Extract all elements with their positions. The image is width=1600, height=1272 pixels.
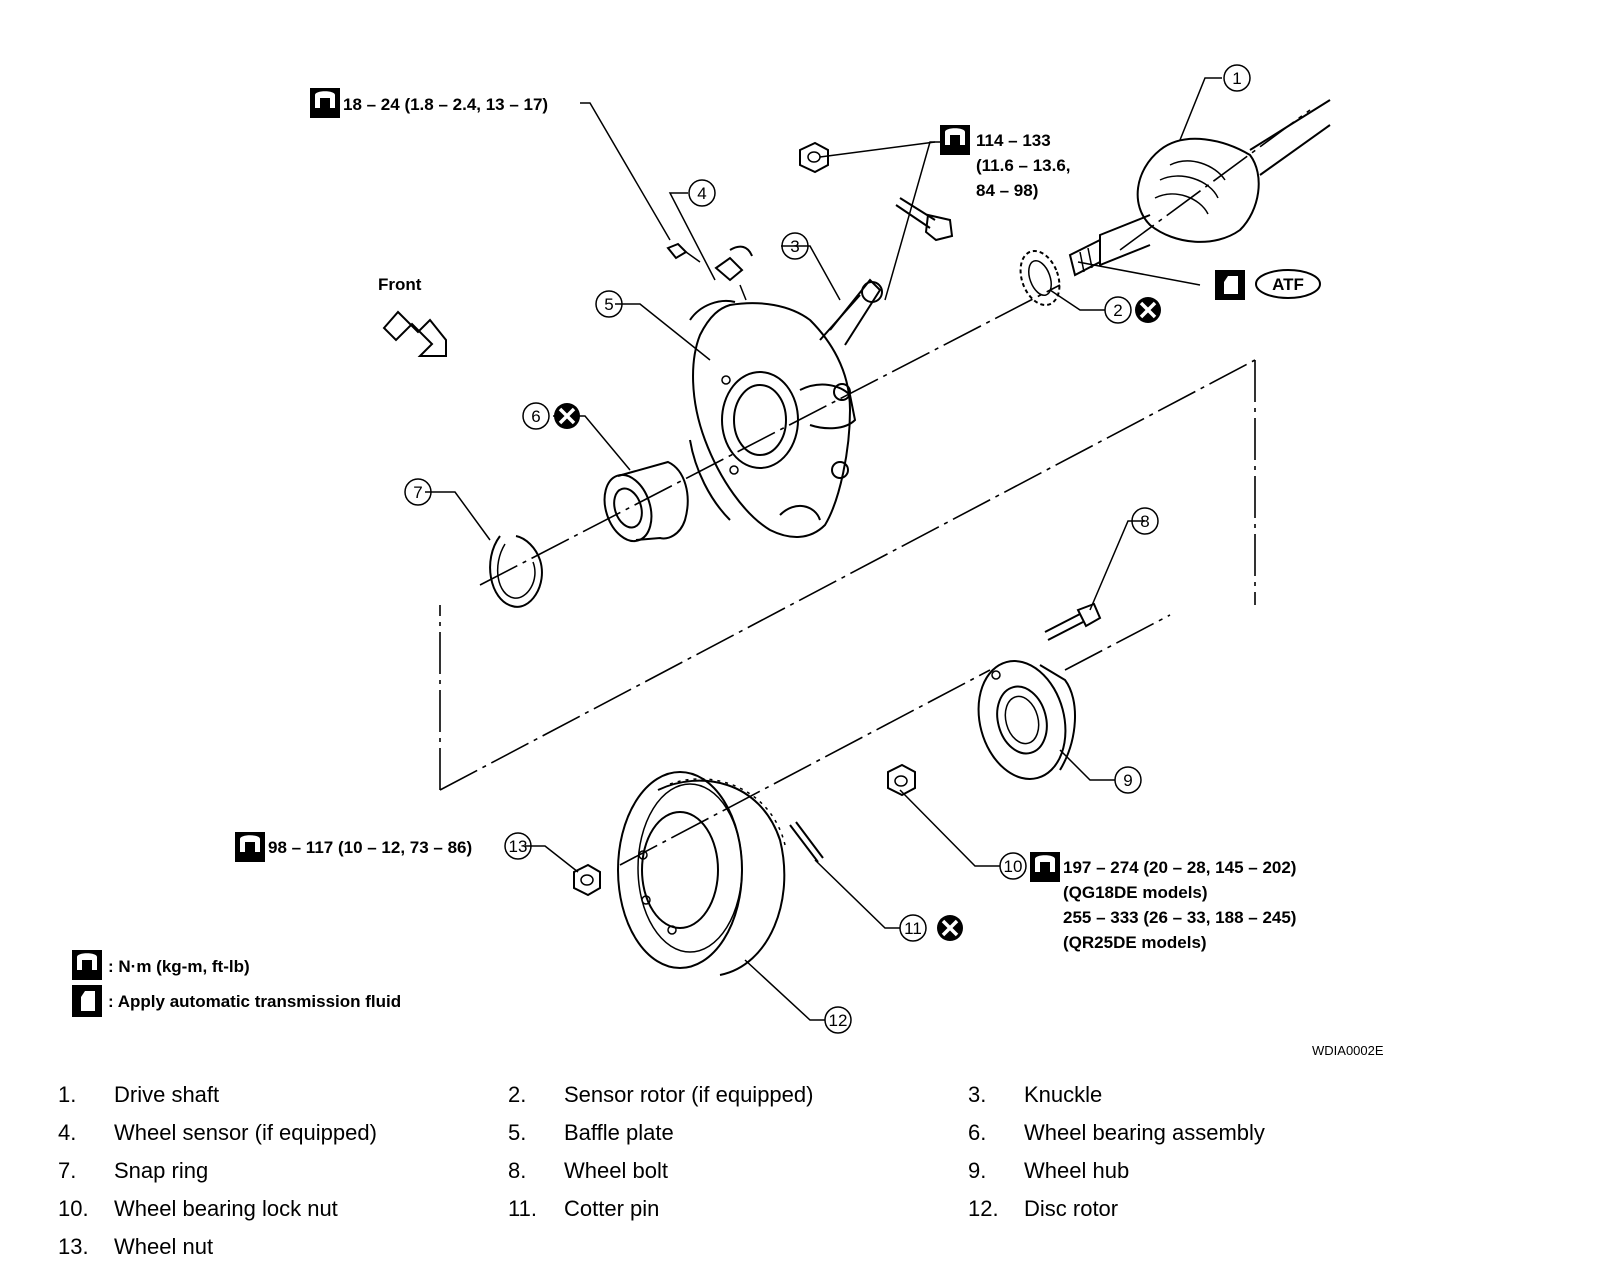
- leader-lines: [425, 77, 1222, 1021]
- svg-text:2: 2: [1113, 301, 1122, 320]
- atf-badge: ATF: [1255, 269, 1321, 299]
- front-label: Front: [378, 275, 422, 294]
- svg-text:10: 10: [1004, 857, 1023, 876]
- atf-label: ATF: [1272, 275, 1304, 294]
- wheel-hub: [977, 660, 1077, 780]
- callout-8: 8: [1131, 507, 1159, 535]
- svg-text:8: 8: [1140, 512, 1149, 531]
- wheel-nut: [573, 863, 601, 897]
- part-item: 4.Wheel sensor (if equipped): [58, 1120, 377, 1145]
- torque-wrench-icon: [235, 832, 265, 862]
- part-item: 2.Sensor rotor (if equipped): [508, 1082, 814, 1107]
- snap-ring: [489, 535, 543, 608]
- part-item: 13.Wheel nut: [58, 1234, 214, 1259]
- wheel-bearing-lock-nut: [887, 763, 916, 797]
- assembly-centerlines: [439, 109, 1311, 866]
- drive-shaft: [1068, 99, 1331, 277]
- torque-spec-knuckle-line1: 114 – 133: [976, 131, 1051, 150]
- callout-5: 5: [595, 290, 623, 318]
- sensor-rotor: [1019, 249, 1061, 307]
- knuckle-and-baffle-plate: [689, 278, 883, 538]
- part-item: 6.Wheel bearing assembly: [968, 1120, 1265, 1145]
- parts-list: 1.Drive shaft 2.Sensor rotor (if equippe…: [0, 1070, 1600, 1270]
- wheel-bearing-assembly: [603, 460, 689, 543]
- part-item: 5.Baffle plate: [508, 1120, 674, 1145]
- callout-11: 11: [899, 914, 927, 942]
- part-item: 7.Snap ring: [58, 1158, 209, 1183]
- fluid-icon: [72, 985, 102, 1017]
- part-item: 11.Cotter pin: [508, 1196, 660, 1221]
- callout-10: 10: [999, 852, 1027, 880]
- torque-spec-lock-nut-line1: 197 – 274 (20 – 28, 145 – 202): [1063, 858, 1296, 877]
- callout-13: 13: [504, 832, 532, 860]
- legend-torque-unit: : N·m (kg-m, ft-lb): [108, 957, 250, 976]
- torque-spec-lock-nut-line4: (QR25DE models): [1063, 933, 1207, 952]
- callout-9: 9: [1114, 766, 1142, 794]
- front-arrow-icon: [382, 310, 447, 357]
- torque-wrench-icon: [1030, 852, 1060, 882]
- part-item: 12.Disc rotor: [968, 1196, 1119, 1221]
- svg-text:9: 9: [1123, 771, 1132, 790]
- svg-text:11: 11: [904, 919, 922, 938]
- callout-12: 12: [824, 1006, 852, 1034]
- callout-6: 6: [522, 402, 550, 430]
- svg-text:4: 4: [697, 184, 706, 203]
- knuckle-nut-and-bolt: [799, 141, 954, 242]
- svg-text:12: 12: [829, 1011, 848, 1030]
- torque-wrench-icon: [72, 950, 102, 980]
- torque-spec-wheel-nut: 98 – 117 (10 – 12, 73 – 86): [268, 838, 472, 857]
- callout-3: 3: [781, 232, 809, 260]
- part-item: 8.Wheel bolt: [508, 1158, 668, 1183]
- torque-wrench-icon: [940, 125, 970, 155]
- torque-spec-knuckle-line2: (11.6 – 13.6,: [976, 156, 1071, 175]
- cotter-pin: [789, 821, 824, 863]
- part-item: 9.Wheel hub: [968, 1158, 1130, 1183]
- svg-text:1: 1: [1232, 69, 1241, 88]
- svg-text:3: 3: [790, 237, 799, 256]
- callout-1: 1: [1223, 64, 1251, 92]
- exploded-view-diagram: Front: [72, 64, 1384, 1058]
- replace-part-icon: [1135, 297, 1161, 323]
- torque-spec-knuckle-line3: 84 – 98): [976, 181, 1038, 200]
- torque-spec-lock-nut-line2: (QG18DE models): [1063, 883, 1208, 902]
- torque-spec-baffle: 18 – 24 (1.8 – 2.4, 13 – 17): [343, 95, 548, 114]
- torque-wrench-icon: [310, 88, 340, 118]
- part-item: 3.Knuckle: [968, 1082, 1103, 1107]
- callout-7: 7: [404, 478, 432, 506]
- disc-rotor: [617, 771, 786, 976]
- svg-text:5: 5: [604, 295, 613, 314]
- callout-4: 4: [688, 179, 716, 207]
- svg-text:13: 13: [509, 837, 528, 856]
- part-item: 1.Drive shaft: [58, 1082, 220, 1107]
- wheel-bolt: [1044, 602, 1102, 641]
- torque-spec-lock-nut-line3: 255 – 333 (26 – 33, 188 – 245): [1063, 908, 1296, 927]
- fluid-icon: [1215, 270, 1245, 300]
- svg-text:7: 7: [413, 483, 422, 502]
- callout-2: 2: [1104, 296, 1132, 324]
- svg-text:6: 6: [531, 407, 540, 426]
- legend-fluid: : Apply automatic transmission fluid: [108, 992, 401, 1011]
- wheel-sensor: [666, 242, 753, 301]
- replace-part-icon: [554, 403, 580, 429]
- replace-part-icon: [937, 915, 963, 941]
- part-item: 10.Wheel bearing lock nut: [58, 1196, 338, 1221]
- figure-code: WDIA0002E: [1312, 1043, 1384, 1058]
